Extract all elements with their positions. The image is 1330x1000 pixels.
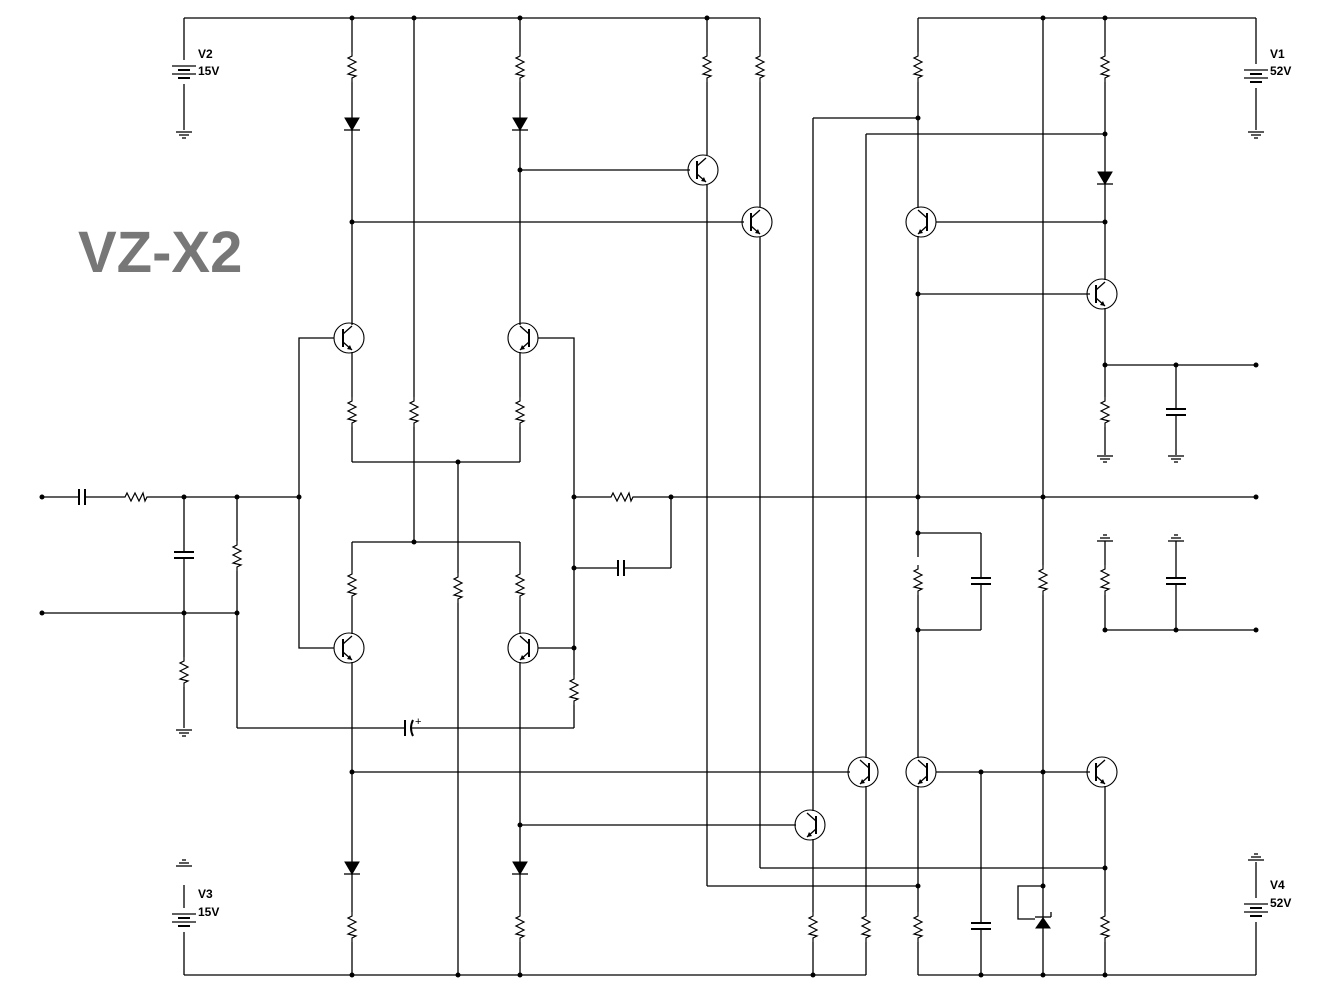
circuit-title: VZ-X2 bbox=[78, 220, 242, 285]
diode-symbol bbox=[343, 117, 361, 131]
source-v4-name: V4 bbox=[1270, 878, 1285, 892]
source-v1-value: 52V bbox=[1270, 64, 1291, 78]
ground-icon bbox=[175, 131, 193, 139]
transistor-symbol bbox=[687, 154, 719, 186]
cap-polarity-mark: + bbox=[415, 716, 421, 728]
source-v3-name: V3 bbox=[198, 887, 213, 901]
battery-v2-symbol bbox=[171, 65, 197, 79]
source-v4-value: 52V bbox=[1270, 896, 1291, 910]
source-v3-value: 15V bbox=[198, 905, 219, 919]
source-v2-value: 15V bbox=[198, 64, 219, 78]
source-v2-name: V2 bbox=[198, 47, 213, 61]
source-v1-name: V1 bbox=[1270, 47, 1285, 61]
